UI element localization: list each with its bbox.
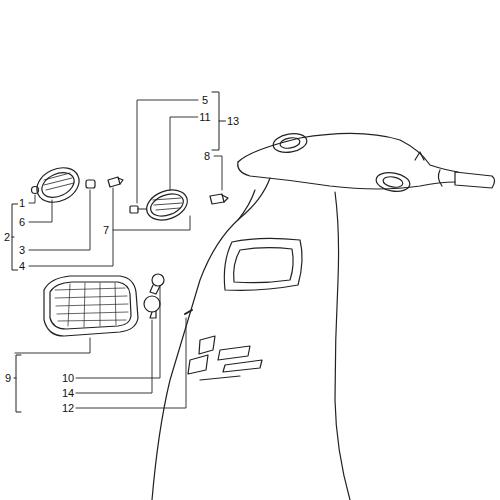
callout-number: 2 — [3, 231, 11, 244]
headlight — [44, 276, 138, 336]
right-indicator — [130, 185, 228, 226]
callout-number: 11 — [198, 111, 211, 124]
callout-number: 12 — [61, 402, 75, 415]
callout-number: 10 — [61, 372, 75, 385]
callout-number: 9 — [4, 372, 12, 385]
scooter-front — [152, 131, 495, 500]
callout-number: 3 — [18, 244, 26, 257]
callout-number: 4 — [18, 260, 26, 273]
callout-number: 8 — [203, 150, 211, 163]
callout-number: 6 — [18, 216, 26, 229]
callout-number: 14 — [61, 387, 75, 400]
headlight-bulbs — [144, 274, 192, 318]
left-indicator — [31, 161, 123, 209]
callout-number: 1 — [18, 197, 26, 210]
callout-number: 5 — [201, 94, 209, 107]
callout-number: 13 — [226, 115, 240, 128]
leader-lines — [15, 100, 222, 408]
callout-brackets — [12, 92, 226, 412]
callout-number: 7 — [102, 224, 110, 237]
